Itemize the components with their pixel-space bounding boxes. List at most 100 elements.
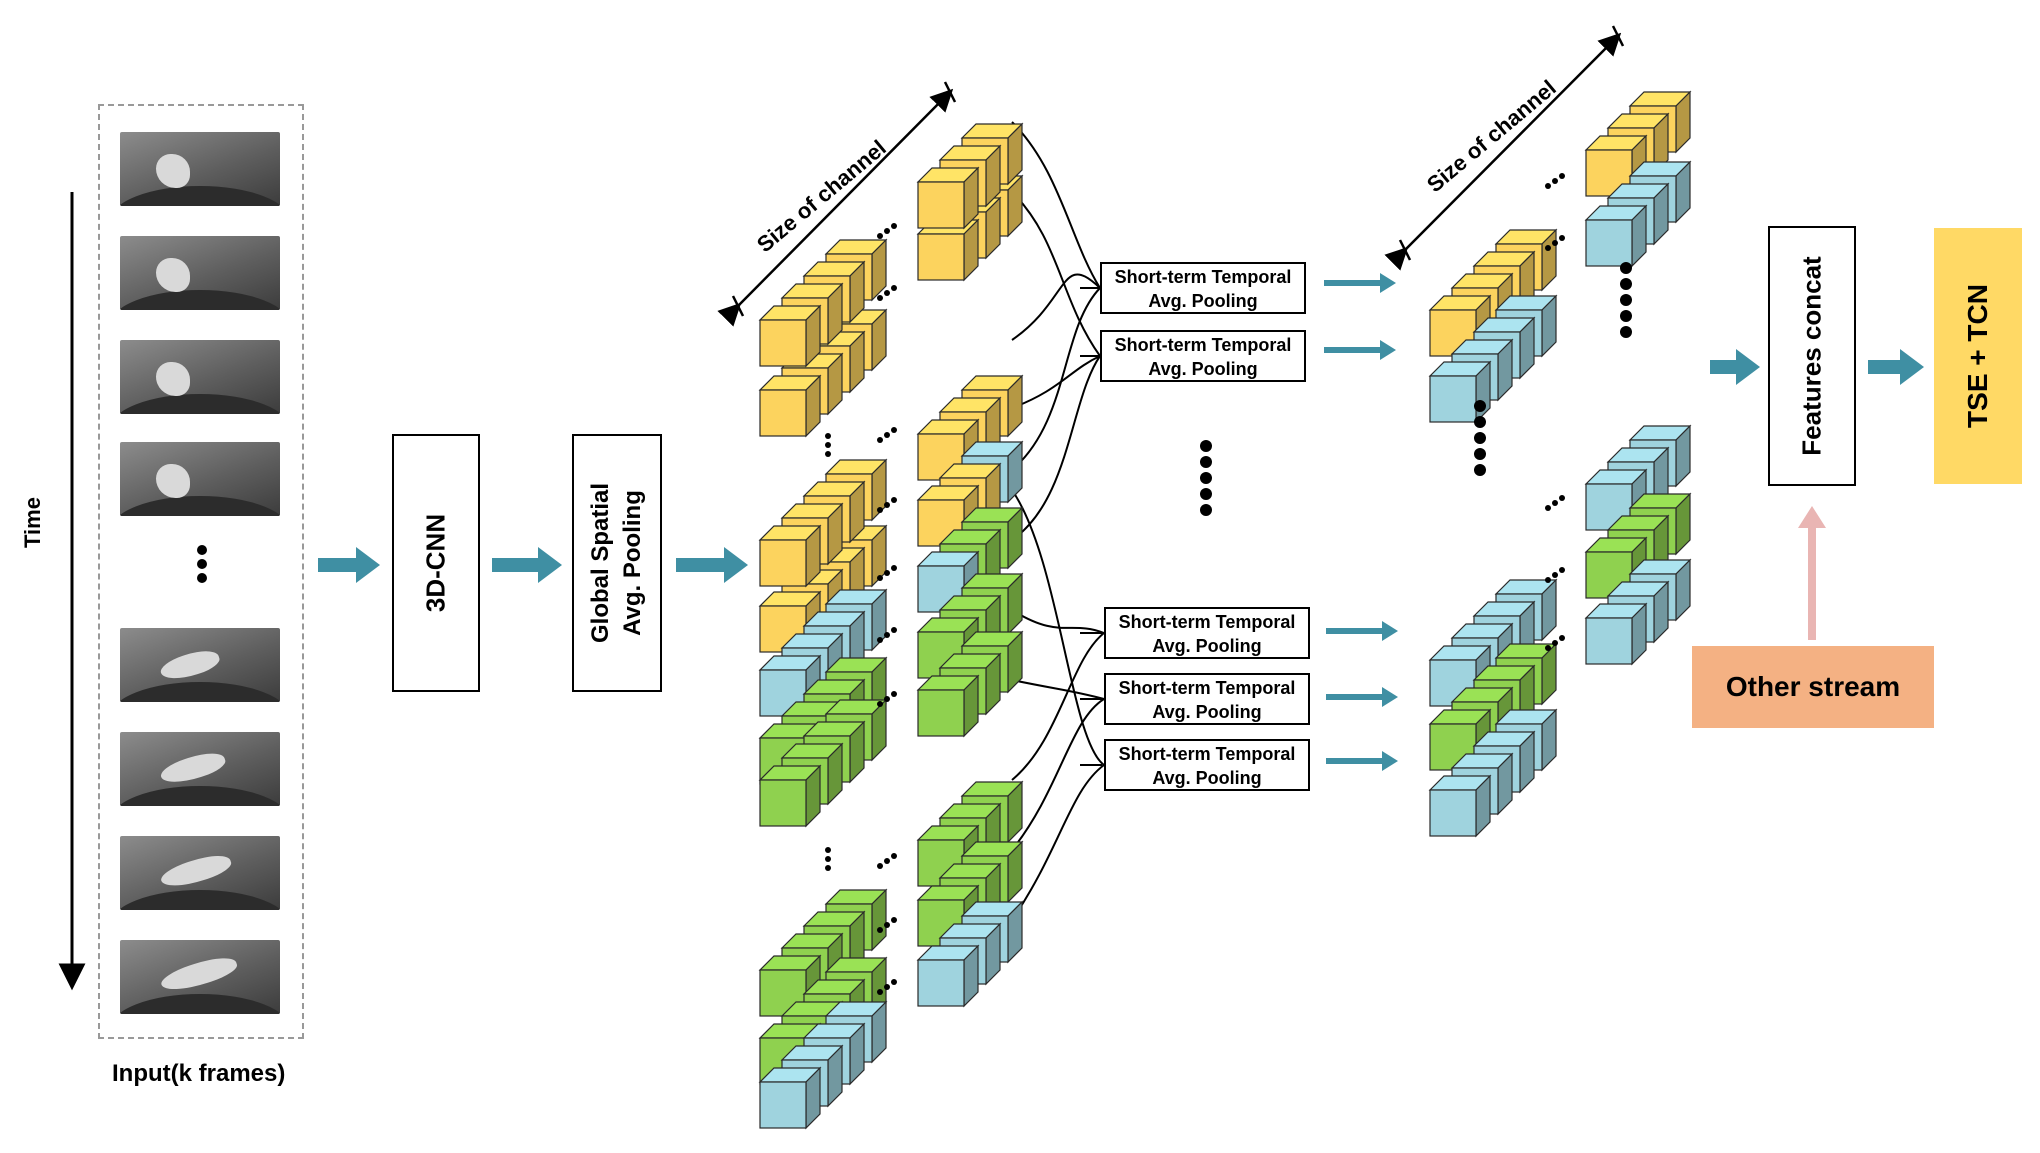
flow-arrows (58, 25, 1924, 991)
ellipsis-dot (1552, 178, 1558, 184)
ellipsis-dot (197, 545, 207, 555)
feature-cube (916, 166, 980, 230)
hand-icon (156, 464, 190, 498)
ellipsis-dot (891, 565, 897, 571)
features-concat-box: Features concat (1768, 226, 1856, 486)
ellipsis-dot (197, 573, 207, 583)
ellipsis-dot (884, 632, 890, 638)
size-of-channel-arrow-1 (717, 88, 954, 327)
ellipsis-dot (1620, 326, 1632, 338)
frame-desk (120, 394, 280, 414)
hand-icon (158, 645, 222, 685)
frame-desk (120, 890, 280, 910)
flow-arrow (1868, 349, 1924, 385)
ellipsis-dot (1559, 567, 1565, 573)
ellipsis-dot (884, 922, 890, 928)
connection-lines (1011, 121, 1105, 921)
ellipsis-dot (825, 451, 831, 457)
feature-cube (758, 524, 822, 588)
ellipsis-dot (891, 285, 897, 291)
short-term-pooling-box-3: Short-term Temporal Avg. Pooling (1104, 607, 1310, 659)
ellipsis-dot (825, 433, 831, 439)
ellipsis-dot (1474, 448, 1486, 460)
ellipsis-dot (825, 856, 831, 862)
stp-1-line-1: Short-term Temporal (1114, 267, 1292, 287)
flow-arrow (1324, 340, 1396, 360)
ellipsis-dot (891, 627, 897, 633)
ellipsis-dot (891, 979, 897, 985)
hand-icon (158, 747, 228, 789)
ellipsis-dot (884, 696, 890, 702)
flow-arrow (1324, 273, 1396, 293)
connection-curve (1011, 698, 1105, 851)
cnn-box: 3D-CNN (392, 434, 480, 692)
features-concat-label: Features concat (1796, 256, 1827, 456)
ellipsis-dot (825, 865, 831, 871)
stp-5-line-2: Avg. Pooling (1152, 768, 1262, 788)
ellipsis-dot (1474, 416, 1486, 428)
connection-curve (1011, 609, 1105, 634)
ellipsis-dot (1545, 245, 1551, 251)
flow-arrow (676, 547, 748, 583)
frame-desk (120, 186, 280, 206)
connection-curve (1011, 355, 1101, 409)
ellipsis-dot (1620, 278, 1632, 290)
ellipsis-dot (891, 497, 897, 503)
time-label: Time (20, 497, 45, 548)
stp-2-line-2: Avg. Pooling (1148, 359, 1258, 379)
connection-curve (1011, 121, 1101, 289)
input-frame (120, 236, 280, 310)
ellipsis-dot (877, 701, 883, 707)
ellipsis-dot (884, 290, 890, 296)
short-term-pooling-box-5: Short-term Temporal Avg. Pooling (1104, 739, 1310, 791)
tse-tcn-box: TSE + TCN (1934, 228, 2022, 484)
ellipsis-dot (891, 691, 897, 697)
ellipsis-dot (884, 502, 890, 508)
hand-icon (156, 258, 190, 292)
feature-cube (758, 1066, 822, 1130)
ellipsis-dot (877, 637, 883, 643)
input-frame (120, 340, 280, 414)
size-of-channel-arrow-1-tick (943, 81, 957, 103)
connection-curve (1011, 355, 1101, 541)
ellipsis-dot (1474, 400, 1486, 412)
feature-cube (1584, 204, 1648, 268)
feature-cube (758, 764, 822, 828)
feature-cube (916, 944, 980, 1008)
ellipsis-dot (884, 228, 890, 234)
ellipsis-dot (1545, 505, 1551, 511)
size-of-channel-arrow-1-tick (731, 295, 745, 317)
ellipsis-dot (197, 559, 207, 569)
input-frame (120, 132, 280, 206)
gsap-line-1: Global Spatial (587, 482, 614, 644)
other-stream-arrow (1798, 506, 1826, 640)
ellipsis-dot (891, 223, 897, 229)
feature-cube (1584, 602, 1648, 666)
flow-arrow (318, 547, 380, 583)
stp-5-line-1: Short-term Temporal (1118, 744, 1296, 764)
ellipsis-dot (825, 442, 831, 448)
ellipsis-dot (877, 437, 883, 443)
flow-arrow (1710, 349, 1760, 385)
input-label: Input(k frames) (112, 1060, 286, 1087)
ellipsis-dot (1559, 495, 1565, 501)
ellipsis-dot (891, 427, 897, 433)
connection-curve (1011, 191, 1101, 357)
ellipsis-dot (877, 295, 883, 301)
size-of-channel-arrow-2-tick (1398, 239, 1412, 261)
stp-3-line-2: Avg. Pooling (1152, 636, 1262, 656)
connection-curve (1011, 679, 1105, 700)
short-term-pooling-box-1: Short-term Temporal Avg. Pooling (1100, 262, 1306, 314)
ellipsis-dot (1552, 500, 1558, 506)
ellipsis-dot (877, 989, 883, 995)
size-of-channel-arrow-2-tick (1611, 25, 1625, 47)
hand-icon (158, 849, 234, 893)
ellipsis-dot (1474, 432, 1486, 444)
connection-curve (1011, 273, 1101, 341)
ellipsis-dot (891, 917, 897, 923)
stp-4-line-2: Avg. Pooling (1152, 702, 1262, 722)
ellipsis-dot (884, 570, 890, 576)
connection-curve (1011, 632, 1105, 781)
ellipsis-dot (877, 863, 883, 869)
